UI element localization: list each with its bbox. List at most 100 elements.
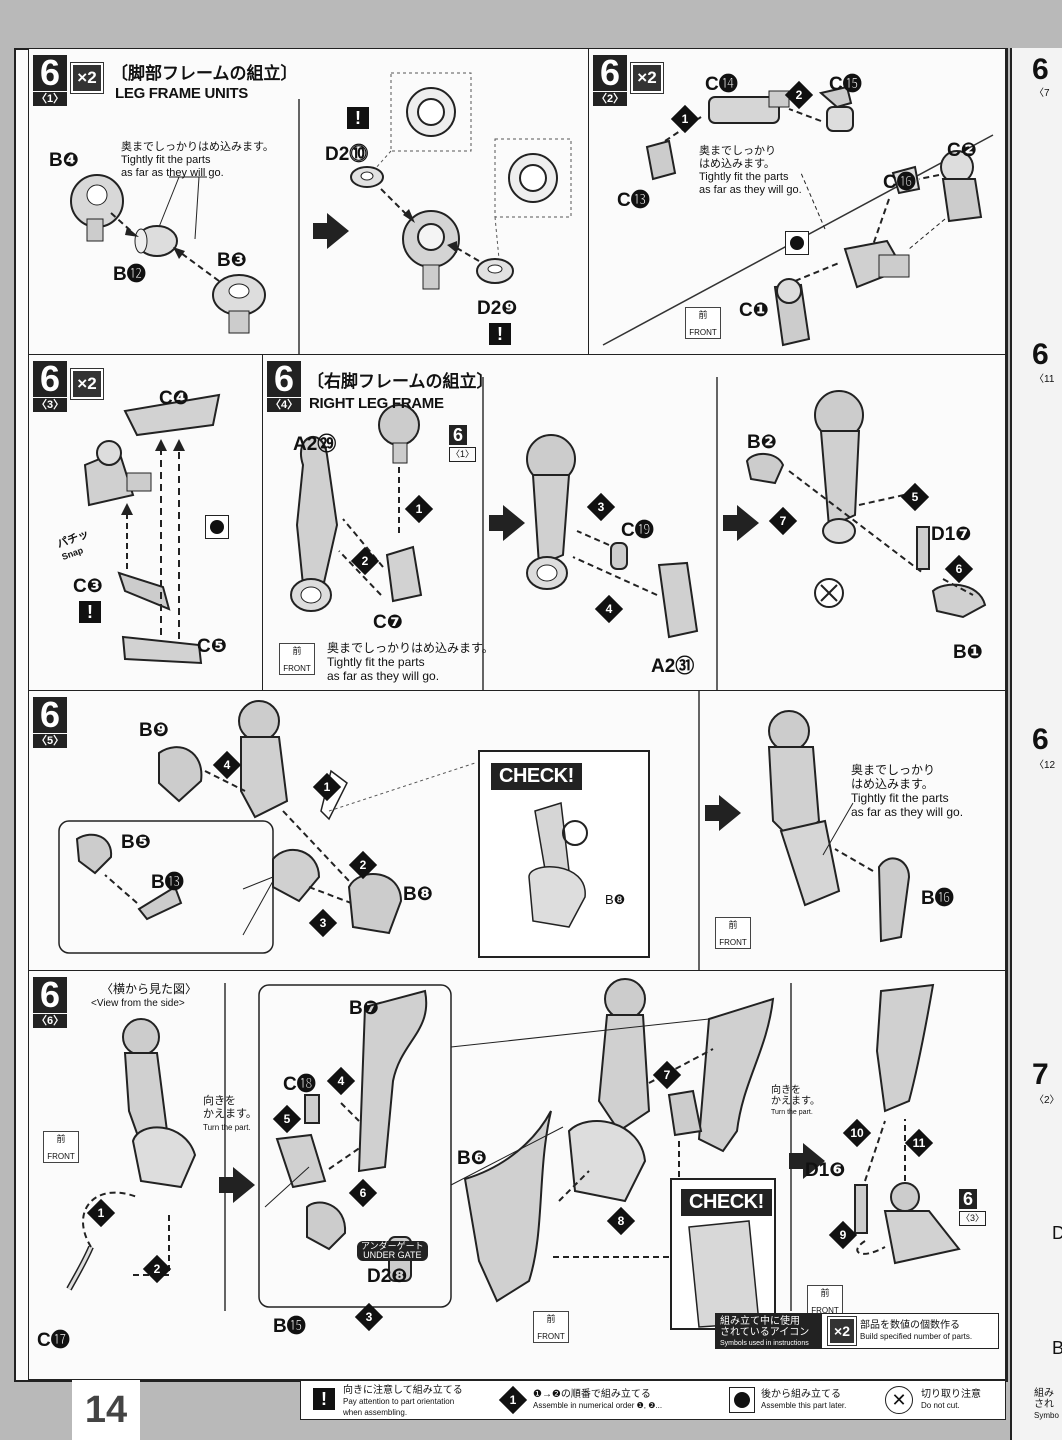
part-label: B❾ bbox=[139, 720, 169, 741]
part-label: B❺ bbox=[121, 832, 151, 853]
part-label: C⓭ bbox=[617, 190, 650, 211]
step-sub-number: 〈3〉 bbox=[33, 398, 68, 412]
part-label: C⓱ bbox=[37, 1330, 70, 1351]
step-number: 6 bbox=[33, 361, 67, 397]
panel4-illustration bbox=[290, 377, 987, 691]
side-view-label-en: <View from the side> bbox=[91, 998, 185, 1009]
step-order-icon: 1 bbox=[312, 772, 342, 802]
step-order-icon: 4 bbox=[212, 750, 242, 780]
step-order-icon: 2 bbox=[142, 1254, 172, 1284]
step-order-icon: 2 bbox=[348, 850, 378, 880]
order-icon: 1 bbox=[498, 1385, 528, 1415]
part-label: B❽ bbox=[605, 892, 626, 907]
part-label: A2㉙ bbox=[293, 434, 337, 455]
panel-step6-4: 6 〈4〉 〔右脚フレームの組立〕 RIGHT LEG FRAME A2㉙ 6 … bbox=[262, 354, 1006, 692]
part-label: B❼ bbox=[349, 998, 379, 1019]
caution-icon: ! bbox=[313, 1388, 335, 1410]
part-label: C❸ bbox=[73, 576, 103, 597]
part-label: B❽ bbox=[403, 884, 433, 905]
panel-step6-1: 6 〈1〉 ×2 〔脚部フレームの組立〕 LEG FRAME UNITS 奥まで… bbox=[28, 48, 590, 356]
step-order-icon: 2 bbox=[350, 546, 380, 576]
panel-title-en: LEG FRAME UNITS bbox=[115, 85, 248, 102]
step-order-icon: 4 bbox=[594, 594, 624, 624]
strip-sub-label: 〈7 bbox=[1034, 88, 1050, 99]
part-label: C❹ bbox=[159, 388, 189, 409]
x2-icon: ×2 bbox=[71, 369, 103, 399]
step-order-icon: 1 bbox=[670, 104, 700, 134]
next-arrow-icon bbox=[489, 505, 525, 541]
step-order-icon: 7 bbox=[768, 506, 798, 536]
next-arrow-icon bbox=[219, 1167, 255, 1203]
part-label: D2⓾ bbox=[325, 144, 369, 165]
step-order-icon: 11 bbox=[904, 1128, 934, 1158]
strip-sub-label: 〈12 bbox=[1034, 760, 1056, 771]
step-order-icon: 5 bbox=[272, 1104, 302, 1134]
step-sub-number: 〈1〉 bbox=[33, 92, 68, 106]
ref-step-sub: 〈1〉 bbox=[449, 447, 477, 462]
step-number: 6 bbox=[33, 55, 67, 91]
part-label: D2❾ bbox=[477, 298, 518, 319]
step-number: 6 bbox=[33, 697, 67, 733]
part-label: B❻ bbox=[457, 1148, 487, 1169]
strip-sub-label: 〈11 bbox=[1034, 374, 1055, 385]
step-sub-number: 〈2〉 bbox=[593, 92, 628, 106]
part-label: D1❼ bbox=[931, 524, 972, 545]
caution-icon: ! bbox=[347, 107, 369, 129]
step-order-icon: 4 bbox=[326, 1066, 356, 1096]
strip-step-label: 6 bbox=[1032, 338, 1049, 371]
ref-step-number: 6 bbox=[959, 1189, 977, 1209]
step-number: 6 bbox=[593, 55, 627, 91]
x2-icon: ×2 bbox=[631, 63, 663, 93]
panel3-illustration bbox=[83, 393, 221, 665]
part-label: B⓰ bbox=[921, 888, 954, 909]
panel-title-jp: 〔脚部フレームの組立〕 bbox=[111, 64, 298, 83]
part-label: B⓯ bbox=[273, 1316, 306, 1337]
part-label: C⓲ bbox=[283, 1074, 316, 1095]
step-sub-number: 〈6〉 bbox=[33, 1014, 68, 1028]
part-label: C❷ bbox=[947, 140, 977, 161]
do-not-cut-icon: ✕ bbox=[885, 1386, 913, 1414]
step-order-icon: 6 bbox=[944, 554, 974, 584]
panel-step6-5: 6 〈5〉 B❾ B❺ B⓭ B❽ 4 1 2 3 CHECK! B❽ 奥までし… bbox=[28, 690, 1006, 972]
turn-note: 向きをかえます。Turn the part. bbox=[771, 1085, 820, 1116]
panel-title-en: RIGHT LEG FRAME bbox=[309, 395, 444, 412]
step-order-icon: 7 bbox=[652, 1060, 682, 1090]
part-label: B❹ bbox=[49, 150, 79, 171]
assemble-later-icon bbox=[729, 1387, 755, 1413]
next-arrow-icon bbox=[705, 795, 741, 831]
step-order-icon: 6 bbox=[348, 1178, 378, 1208]
strip-part-label: B bbox=[1052, 1338, 1062, 1358]
side-view-label-jp: 〈横から見た図〉 bbox=[101, 982, 198, 996]
next-arrow-icon bbox=[313, 213, 349, 249]
panel1-illustration bbox=[70, 72, 572, 355]
step-number: 6 bbox=[267, 361, 301, 397]
next-arrow-icon bbox=[723, 505, 759, 541]
x2-icon: ×2 bbox=[71, 63, 103, 93]
step-order-icon: 10 bbox=[842, 1118, 872, 1148]
part-label: D2❽ bbox=[367, 1266, 408, 1287]
check-label: CHECK! bbox=[681, 1189, 772, 1216]
caution-icon: ! bbox=[489, 323, 511, 345]
step-order-icon: 2 bbox=[784, 80, 814, 110]
panel-step6-2: 6 〈2〉 ×2 C⓮ C⓯ C⓭ C❷ C⓰ C❶ 1 2 奥までしっかりはめ… bbox=[588, 48, 1006, 356]
strip-step-label: 6 bbox=[1032, 53, 1049, 86]
step-sub-number: 〈5〉 bbox=[33, 734, 68, 748]
strip-sub-label: 〈2〉 bbox=[1034, 1095, 1060, 1106]
